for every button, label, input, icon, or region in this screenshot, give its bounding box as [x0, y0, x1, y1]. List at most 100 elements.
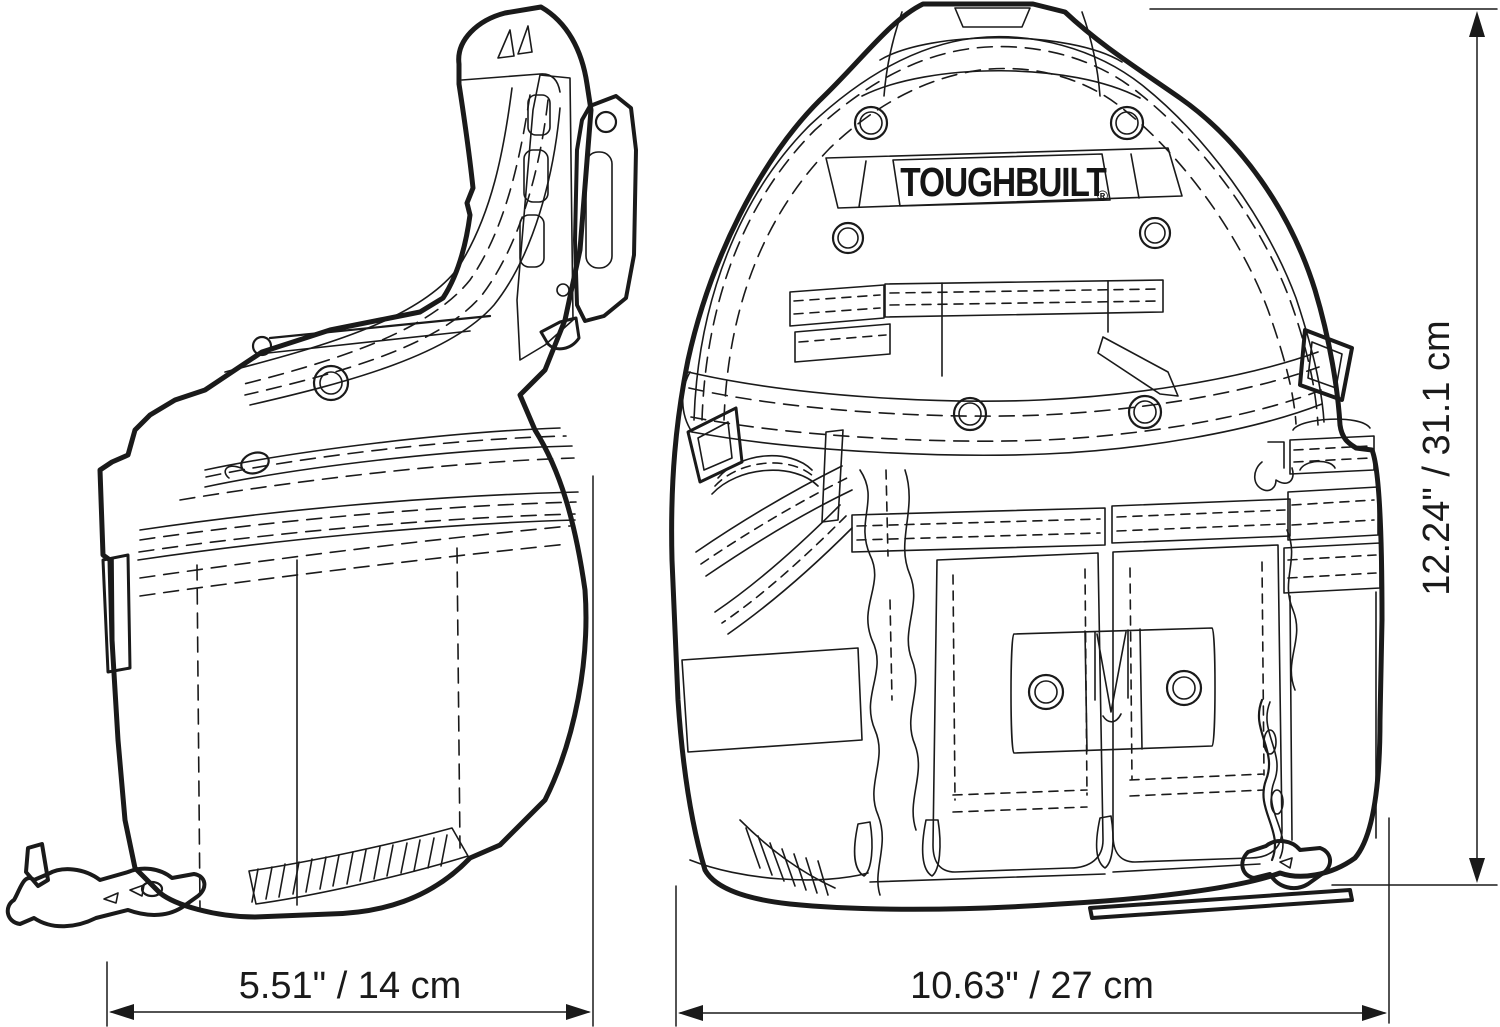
hammer-loop — [1094, 629, 1129, 723]
arrowhead — [678, 1005, 703, 1021]
pouch-fold — [456, 547, 461, 849]
tube-band — [1289, 435, 1375, 475]
strap-hatch — [497, 25, 533, 59]
tube-band-stitch — [1293, 445, 1371, 463]
hammer-plate-seam — [1084, 628, 1143, 752]
coil-ribs — [251, 834, 448, 903]
pouch-top-stitch — [139, 543, 569, 597]
arrowhead — [1469, 11, 1485, 37]
organizer-stitch — [889, 288, 1159, 306]
grommet — [1027, 673, 1065, 711]
belt-stitch — [690, 389, 1322, 442]
rivet-outer — [312, 364, 350, 402]
band2-stitch — [138, 513, 576, 553]
registered-mark: ® — [1097, 188, 1108, 205]
clip-hub-hole — [1279, 857, 1293, 869]
holster-strap-edge — [714, 504, 853, 635]
holster-strap-stitch — [700, 477, 848, 565]
grommet — [1165, 669, 1203, 707]
height-label: 12.24" / 31.1 cm — [1416, 320, 1458, 595]
pocket-band — [851, 507, 1106, 553]
tube-body — [1289, 591, 1377, 841]
arrowhead — [109, 1004, 134, 1020]
belt-top-edge — [687, 351, 1319, 402]
grommet — [1138, 216, 1172, 250]
bottom-hook — [5, 866, 207, 929]
dimension-annotations: 5.51" / 14 cm 10.63" / 27 cm 12.24" / 31… — [106, 8, 1498, 1027]
organizer-divider — [941, 280, 1109, 377]
pocket-shelf — [869, 863, 1261, 883]
grommet — [952, 396, 988, 432]
side-width-dimension — [106, 475, 594, 1027]
band1-top — [204, 427, 561, 471]
belt-bottom-edge — [691, 403, 1323, 456]
dome-stitch-inner — [723, 67, 1297, 425]
logo-band-seam — [858, 153, 1140, 208]
organizer-stitch — [798, 334, 887, 343]
handle-arc — [861, 69, 1141, 99]
pocket-band — [1111, 498, 1291, 544]
shelf-top — [268, 314, 492, 340]
arrowhead — [566, 1004, 591, 1020]
tube-band — [1287, 486, 1379, 541]
pocket-band-stitch — [856, 518, 1101, 541]
organizer-band — [789, 284, 885, 327]
arrowhead — [1469, 858, 1485, 883]
chain — [1266, 701, 1284, 859]
belt-stitch — [688, 366, 1320, 417]
brand-logo: TOUGHBUILT — [900, 159, 1108, 205]
clip-plate — [573, 94, 638, 323]
chain — [1257, 698, 1277, 862]
tube-band-stitch — [1287, 554, 1377, 579]
neck-band-edge — [249, 107, 561, 406]
pocket-right-stitch — [1129, 561, 1265, 797]
hook-loop — [140, 880, 164, 898]
holster-scallop — [903, 469, 920, 831]
holster-strap-edge — [695, 465, 853, 577]
holster-bottom — [689, 859, 869, 881]
grommet — [1127, 394, 1163, 430]
chain-link — [1263, 729, 1277, 755]
handle-seam — [883, 11, 903, 97]
grommet — [853, 105, 889, 141]
organizer-band — [794, 323, 891, 363]
coil-tube — [248, 827, 469, 905]
flat-rod — [1088, 888, 1354, 920]
hook-underside — [461, 73, 561, 93]
chain-link — [1270, 789, 1284, 815]
strap-slot — [527, 94, 551, 136]
handle-seam — [1081, 11, 1101, 97]
pouch-fold — [196, 564, 201, 911]
side-belt-flap — [101, 553, 132, 674]
left-ring-inner — [697, 421, 733, 471]
front-view-drawing — [669, 1, 1385, 920]
front-silhouette — [669, 1, 1385, 912]
pencil-slot — [1097, 336, 1179, 397]
strap-slot — [523, 149, 549, 203]
clip-hole — [594, 110, 618, 134]
front-width-dimension — [675, 817, 1390, 1027]
clip-hub — [1240, 839, 1332, 891]
arrowhead — [1362, 1005, 1387, 1021]
holster-strap-stitch — [721, 515, 847, 624]
holster-ribs — [745, 827, 829, 896]
hammer-plate — [1010, 627, 1216, 754]
tube-top-small — [1299, 460, 1336, 471]
shelf-endcap — [251, 335, 273, 357]
holster-rib-edge — [739, 819, 836, 889]
rivet-inner — [319, 371, 343, 395]
clip-slot — [585, 151, 613, 269]
holster-scallop — [859, 469, 884, 896]
neck-band-stitch — [244, 99, 549, 396]
band2-top — [139, 491, 579, 531]
shelf-front — [267, 330, 471, 354]
pocket-foot — [921, 819, 941, 877]
grommet — [1109, 105, 1145, 141]
strap-slot — [519, 214, 545, 268]
grommet — [831, 221, 865, 255]
handle-arc — [879, 36, 1123, 63]
pocket-foot — [1095, 815, 1114, 869]
loop-hook — [224, 465, 242, 479]
holster-velcro-band — [681, 647, 863, 753]
belt-end-wrap — [681, 371, 693, 433]
